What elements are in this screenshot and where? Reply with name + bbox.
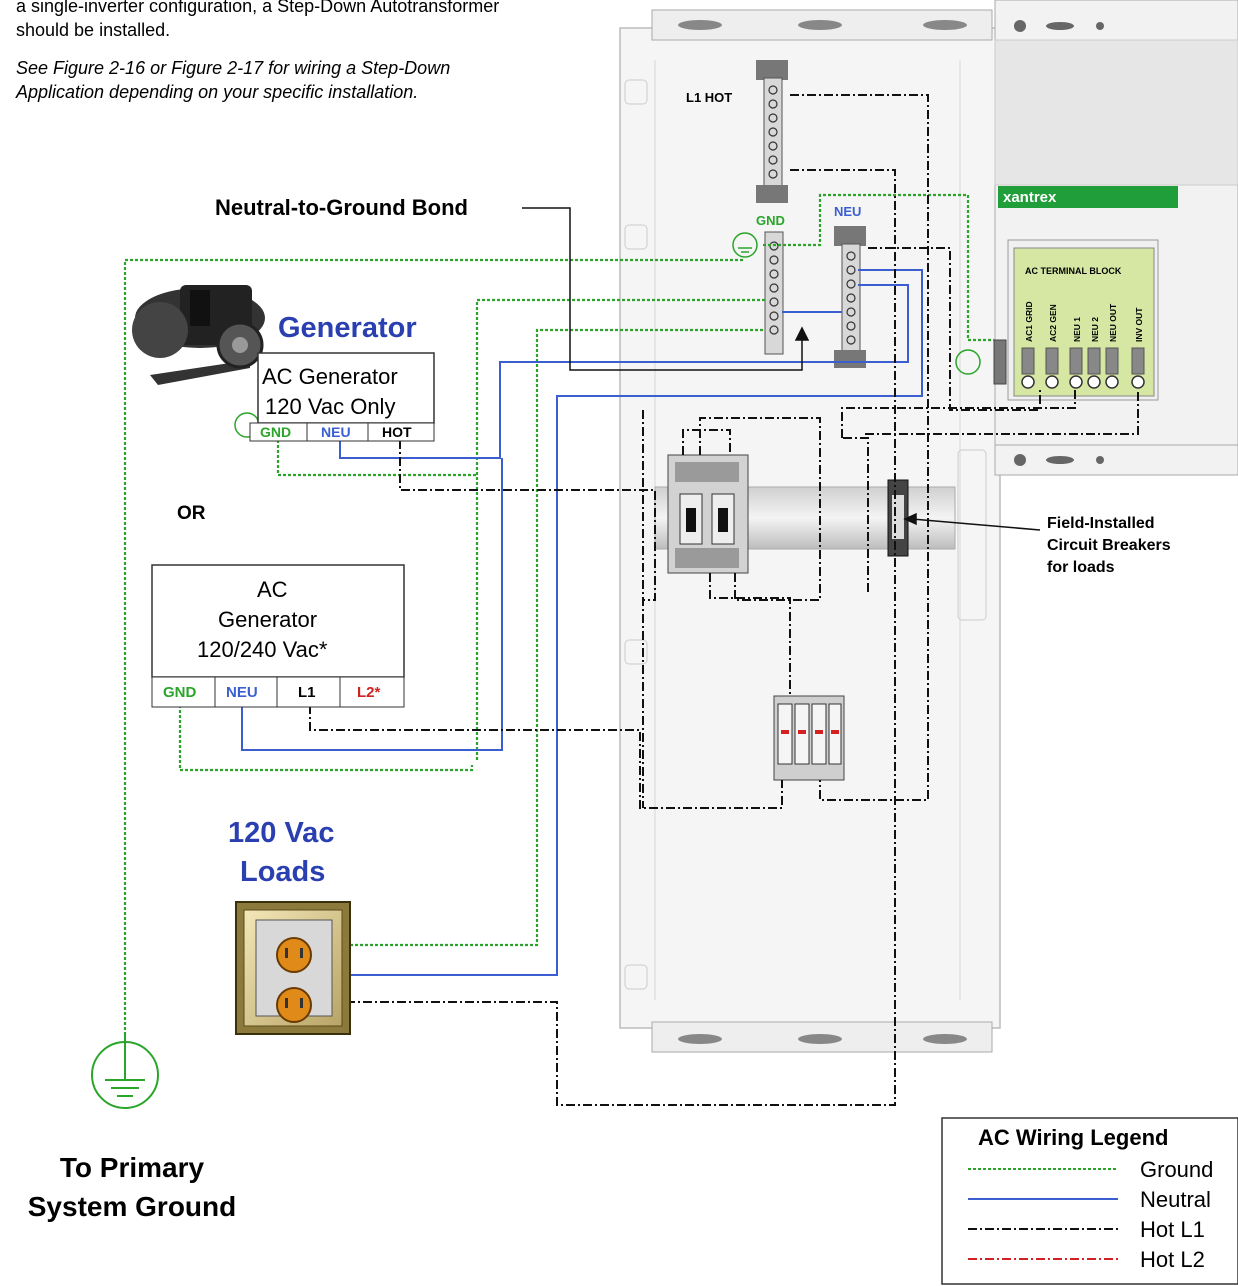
terminal-label: NEU 2 (1090, 317, 1100, 342)
intro-italic-paragraph: See Figure 2-16 or Figure 2-17 for wirin… (16, 56, 596, 104)
intro-text: a single-inverter configuration, a Step-… (16, 0, 596, 118)
terminal-label: NEU 1 (1072, 317, 1082, 342)
intro-paragraph: a single-inverter configuration, a Step-… (16, 0, 596, 42)
gen1-line2: 120 Vac Only (265, 394, 395, 419)
gen2-line2: Generator (218, 607, 317, 632)
terminal-label: INV OUT (1134, 307, 1144, 342)
ground-label-line1: To Primary (60, 1152, 205, 1183)
gen1-neu-terminal: NEU (321, 424, 351, 440)
intro-italic-line-1: See Figure 2-16 or Figure 2-17 for wirin… (16, 58, 451, 78)
breaker-callout-line (903, 512, 1041, 531)
field-breaker (887, 479, 909, 557)
terminal-block-title: AC TERMINAL BLOCK (1025, 266, 1122, 276)
ground-busbar (764, 231, 784, 355)
gen2-gnd-terminal: GND (163, 684, 197, 701)
generator-box-120 (249, 352, 435, 442)
ground-label-line2: System Ground (28, 1191, 236, 1222)
l1-hot-busbar (756, 60, 788, 203)
gen1-hot-terminal: HOT (382, 424, 412, 440)
earth-ground-icon (91, 1035, 159, 1109)
gen2-l2-terminal: L2* (357, 684, 381, 701)
neutral-wires (241, 269, 923, 976)
main-breaker (667, 454, 749, 574)
legend-item-neutral: Neutral (1140, 1187, 1211, 1212)
field-breakers-line2: Circuit Breakers (1047, 537, 1171, 554)
generator-box-240 (151, 564, 405, 708)
gen2-l1-terminal: L1 (298, 684, 316, 701)
inverter-unit (993, 0, 1238, 476)
or-label: OR (177, 503, 206, 524)
legend-item-hot-l1: Hot L1 (1140, 1217, 1205, 1242)
intro-line-2: should be installed. (16, 20, 171, 40)
gnd-bus-label: GND (756, 213, 785, 228)
gen2-neu-terminal: NEU (226, 684, 258, 701)
ground-wires (123, 193, 994, 1035)
loads-title-line2: Loads (240, 856, 325, 888)
terminal-labels: AC1 GRID AC2 GEN NEU 1 NEU 2 NEU OUT INV… (1024, 301, 1144, 342)
legend-item-ground: Ground (1140, 1157, 1213, 1182)
generator-title: Generator (278, 312, 417, 344)
outlet-icon (235, 901, 351, 1035)
bond-callout-line (522, 207, 810, 371)
neu-bus-label: NEU (834, 204, 861, 219)
legend-item-hot-l2: Hot L2 (1140, 1247, 1205, 1272)
load-breakers (773, 695, 845, 781)
neutral-busbar (834, 226, 866, 368)
generator-icon (132, 285, 265, 385)
gen2-line1: AC (257, 577, 288, 602)
terminal-label: NEU OUT (1108, 303, 1118, 342)
intro-line-1: a single-inverter configuration, a Step-… (16, 0, 500, 16)
gen1-gnd-terminal: GND (260, 424, 291, 440)
field-breakers-line3: for loads (1047, 559, 1115, 576)
field-breakers-line1: Field-Installed (1047, 515, 1155, 532)
xantrex-logo: xantrex (1003, 189, 1057, 206)
l1-hot-label: L1 HOT (686, 90, 732, 105)
legend-box (941, 1117, 1238, 1285)
terminal-label: AC1 GRID (1024, 301, 1034, 342)
loads-title-line1: 120 Vac (228, 817, 334, 849)
intro-italic-line-2: Application depending on your specific i… (16, 82, 419, 102)
gen1-line1: AC Generator (262, 364, 398, 389)
hot-l1-wires (309, 94, 1139, 1106)
gen2-line3: 120/240 Vac* (197, 637, 328, 662)
neutral-ground-bond-label: Neutral-to-Ground Bond (215, 195, 468, 220)
terminal-label: AC2 GEN (1048, 304, 1058, 342)
legend-title: AC Wiring Legend (978, 1125, 1168, 1150)
